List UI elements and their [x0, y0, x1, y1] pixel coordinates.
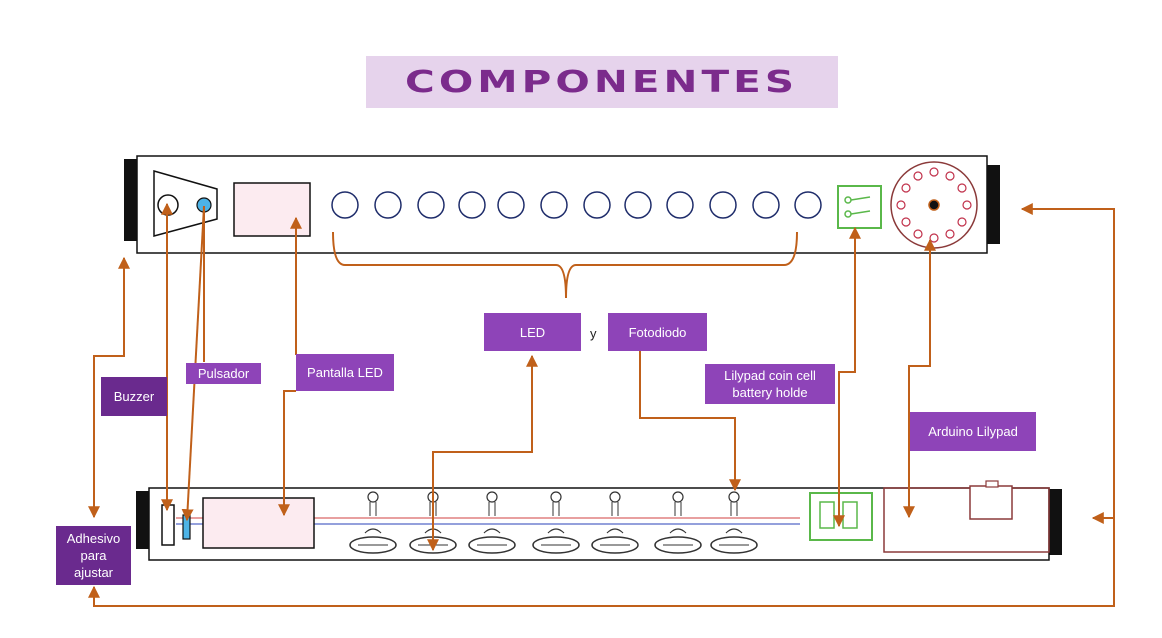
adhesivo-label: Adhesivo para ajustar	[56, 526, 131, 585]
led-hole-icon	[666, 191, 694, 219]
conjunction-y: y	[590, 326, 597, 341]
arduino-lilypad-top	[890, 161, 978, 249]
arduino-lilypad-label: Arduino Lilypad	[910, 412, 1036, 451]
pantalla-led-label: Pantalla LED	[296, 354, 394, 391]
page-title: COMPONENTES	[405, 64, 799, 100]
led-hole-icon	[331, 191, 359, 219]
led-hole-icon	[583, 191, 611, 219]
top-strip	[124, 155, 1000, 254]
led-hole-icon	[624, 191, 652, 219]
led-hole-icon	[458, 191, 486, 219]
led-label: LED	[484, 313, 581, 351]
led-hole-icon	[417, 191, 445, 219]
pulsador-label: Pulsador	[186, 363, 261, 384]
battery-holder-bottom	[809, 492, 873, 541]
led-screen-bottom	[202, 497, 315, 549]
led-screen-top	[233, 182, 311, 237]
led-hole-icon	[497, 191, 525, 219]
lilypad-coin-cell-line1: Lilypad coin cell	[724, 368, 816, 383]
lilypad-coin-cell-line2: battery holde	[732, 385, 808, 400]
led-hole-icon	[709, 191, 737, 219]
battery-holder-top	[837, 185, 882, 229]
adhesivo-line3: ajustar	[73, 565, 114, 580]
buzzer-side	[161, 504, 175, 546]
fotodiodo-label: Fotodiodo	[608, 313, 707, 351]
title-banner: COMPONENTES	[366, 56, 838, 108]
lilypad-coin-cell-label: Lilypad coin cell battery holde	[705, 364, 835, 404]
connector-arrows	[88, 202, 1115, 607]
led-hole-icon	[794, 191, 822, 219]
buzzer-label: Buzzer	[101, 377, 167, 416]
led-hole-icon	[752, 191, 780, 219]
led-hole-icon	[540, 191, 568, 219]
bottom-strip	[136, 480, 1062, 561]
adhesivo-line2: para	[80, 548, 107, 563]
led-hole-icon	[374, 191, 402, 219]
adhesivo-line1: Adhesivo	[66, 531, 121, 546]
